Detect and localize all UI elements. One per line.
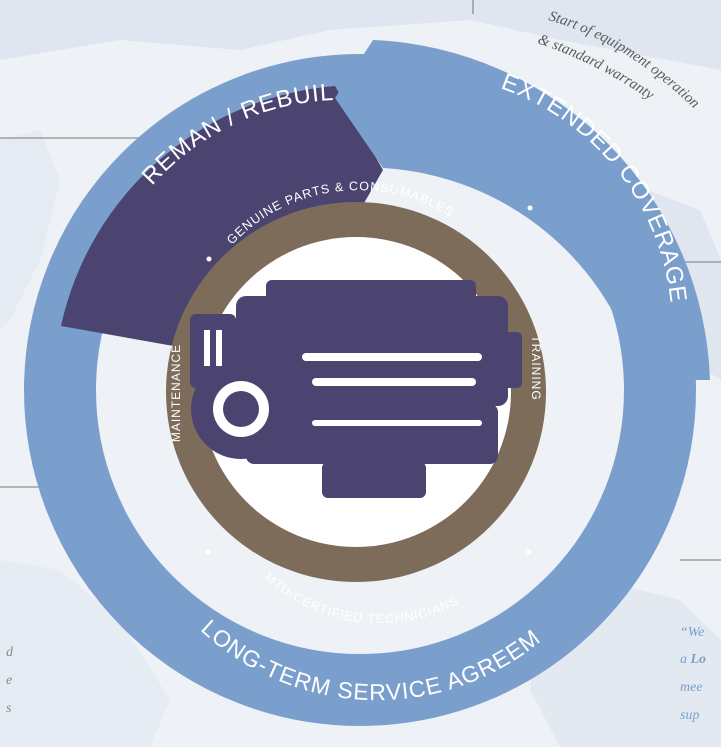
quote-line-2: a Lo xyxy=(680,652,706,667)
extended-coverage-arrow-head xyxy=(335,40,710,380)
maintenance-label: MAINTENANCE xyxy=(169,344,183,442)
left-note-line-3: s xyxy=(6,701,12,716)
left-note: d e s xyxy=(6,645,14,716)
left-note-line-2: e xyxy=(6,673,12,688)
quote-line-2-prefix: a xyxy=(680,652,691,667)
quote-line-3: mee xyxy=(680,680,703,695)
left-note-line-1: d xyxy=(6,645,14,660)
quote-excerpt: “We a Lo mee sup xyxy=(680,625,706,723)
engine-icon xyxy=(190,280,522,498)
quote-line-1: “We xyxy=(680,625,704,640)
quote-line-4: sup xyxy=(680,708,699,723)
reman-arrow-segment xyxy=(61,86,383,353)
inner-ring-dots xyxy=(205,205,533,555)
quote-line-2-bold: Lo xyxy=(690,652,707,667)
training-label: TRAINING xyxy=(529,335,543,400)
